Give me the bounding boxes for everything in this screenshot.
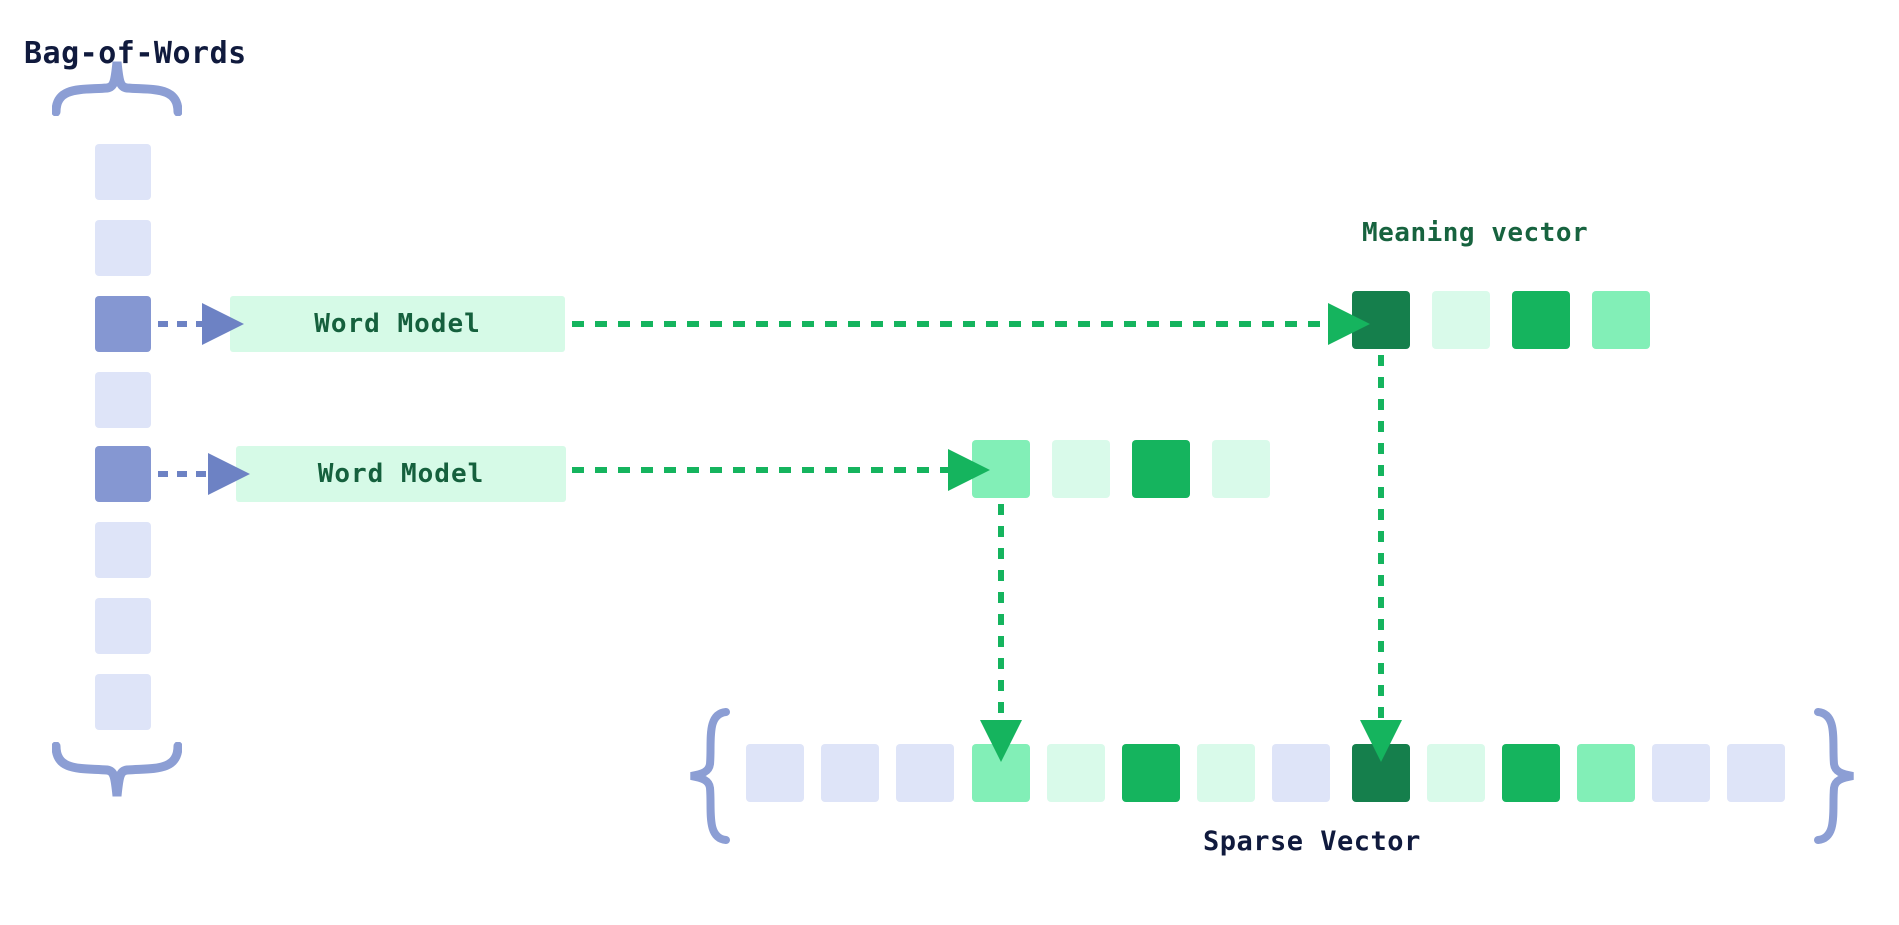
meaning-vector-1-cell[interactable] [1592,291,1650,349]
sparse-vector-cell[interactable] [896,744,954,802]
sparse-vector-cell[interactable] [1352,744,1410,802]
meaning-vector-2-cell[interactable] [1212,440,1270,498]
bow-cell-active[interactable] [95,446,151,502]
meaning-vector-2-cell[interactable] [972,440,1030,498]
sparse-vector-cell[interactable] [1122,744,1180,802]
sparse-vector-cell[interactable] [1727,744,1785,802]
bow-cell-active[interactable] [95,296,151,352]
meaning-vector-1-cell[interactable] [1512,291,1570,349]
sparse-vector-brace-right [1810,706,1858,846]
bow-cell[interactable] [95,220,151,276]
sparse-vector-cell[interactable] [1047,744,1105,802]
sparse-vector-cell[interactable] [1427,744,1485,802]
word-model-label: Word Model [317,459,485,489]
meaning-vector-1-cell[interactable] [1432,291,1490,349]
word-model-label: Word Model [314,309,481,339]
bag-of-words-brace-bottom [51,741,183,802]
bow-cell[interactable] [95,372,151,428]
sparse-vector-cell[interactable] [1577,744,1635,802]
meaning-vector-1-cell[interactable] [1352,291,1410,349]
sparse-vector-cell[interactable] [972,744,1030,802]
sparse-vector-cell[interactable] [1272,744,1330,802]
sparse-vector-brace-left [686,706,734,846]
bow-cell[interactable] [95,144,151,200]
meaning-vector-2-cell[interactable] [1052,440,1110,498]
bag-of-words-brace-top [51,56,183,117]
bag-of-words-title: Bag-of-Words [24,36,247,71]
sparse-vector-cell[interactable] [1502,744,1560,802]
sparse-vector-cell[interactable] [821,744,879,802]
sparse-vector-title: Sparse Vector [1203,826,1421,857]
sparse-vector-cell[interactable] [1197,744,1255,802]
bow-cell[interactable] [95,522,151,578]
meaning-vector-2-cell[interactable] [1132,440,1190,498]
word-model-box-2[interactable]: Word Model [236,446,566,502]
sparse-vector-cell[interactable] [746,744,804,802]
word-model-box-1[interactable]: Word Model [230,296,565,352]
bow-cell[interactable] [95,598,151,654]
meaning-vector-title: Meaning vector [1362,218,1589,248]
sparse-vector-cell[interactable] [1652,744,1710,802]
bow-cell[interactable] [95,674,151,730]
